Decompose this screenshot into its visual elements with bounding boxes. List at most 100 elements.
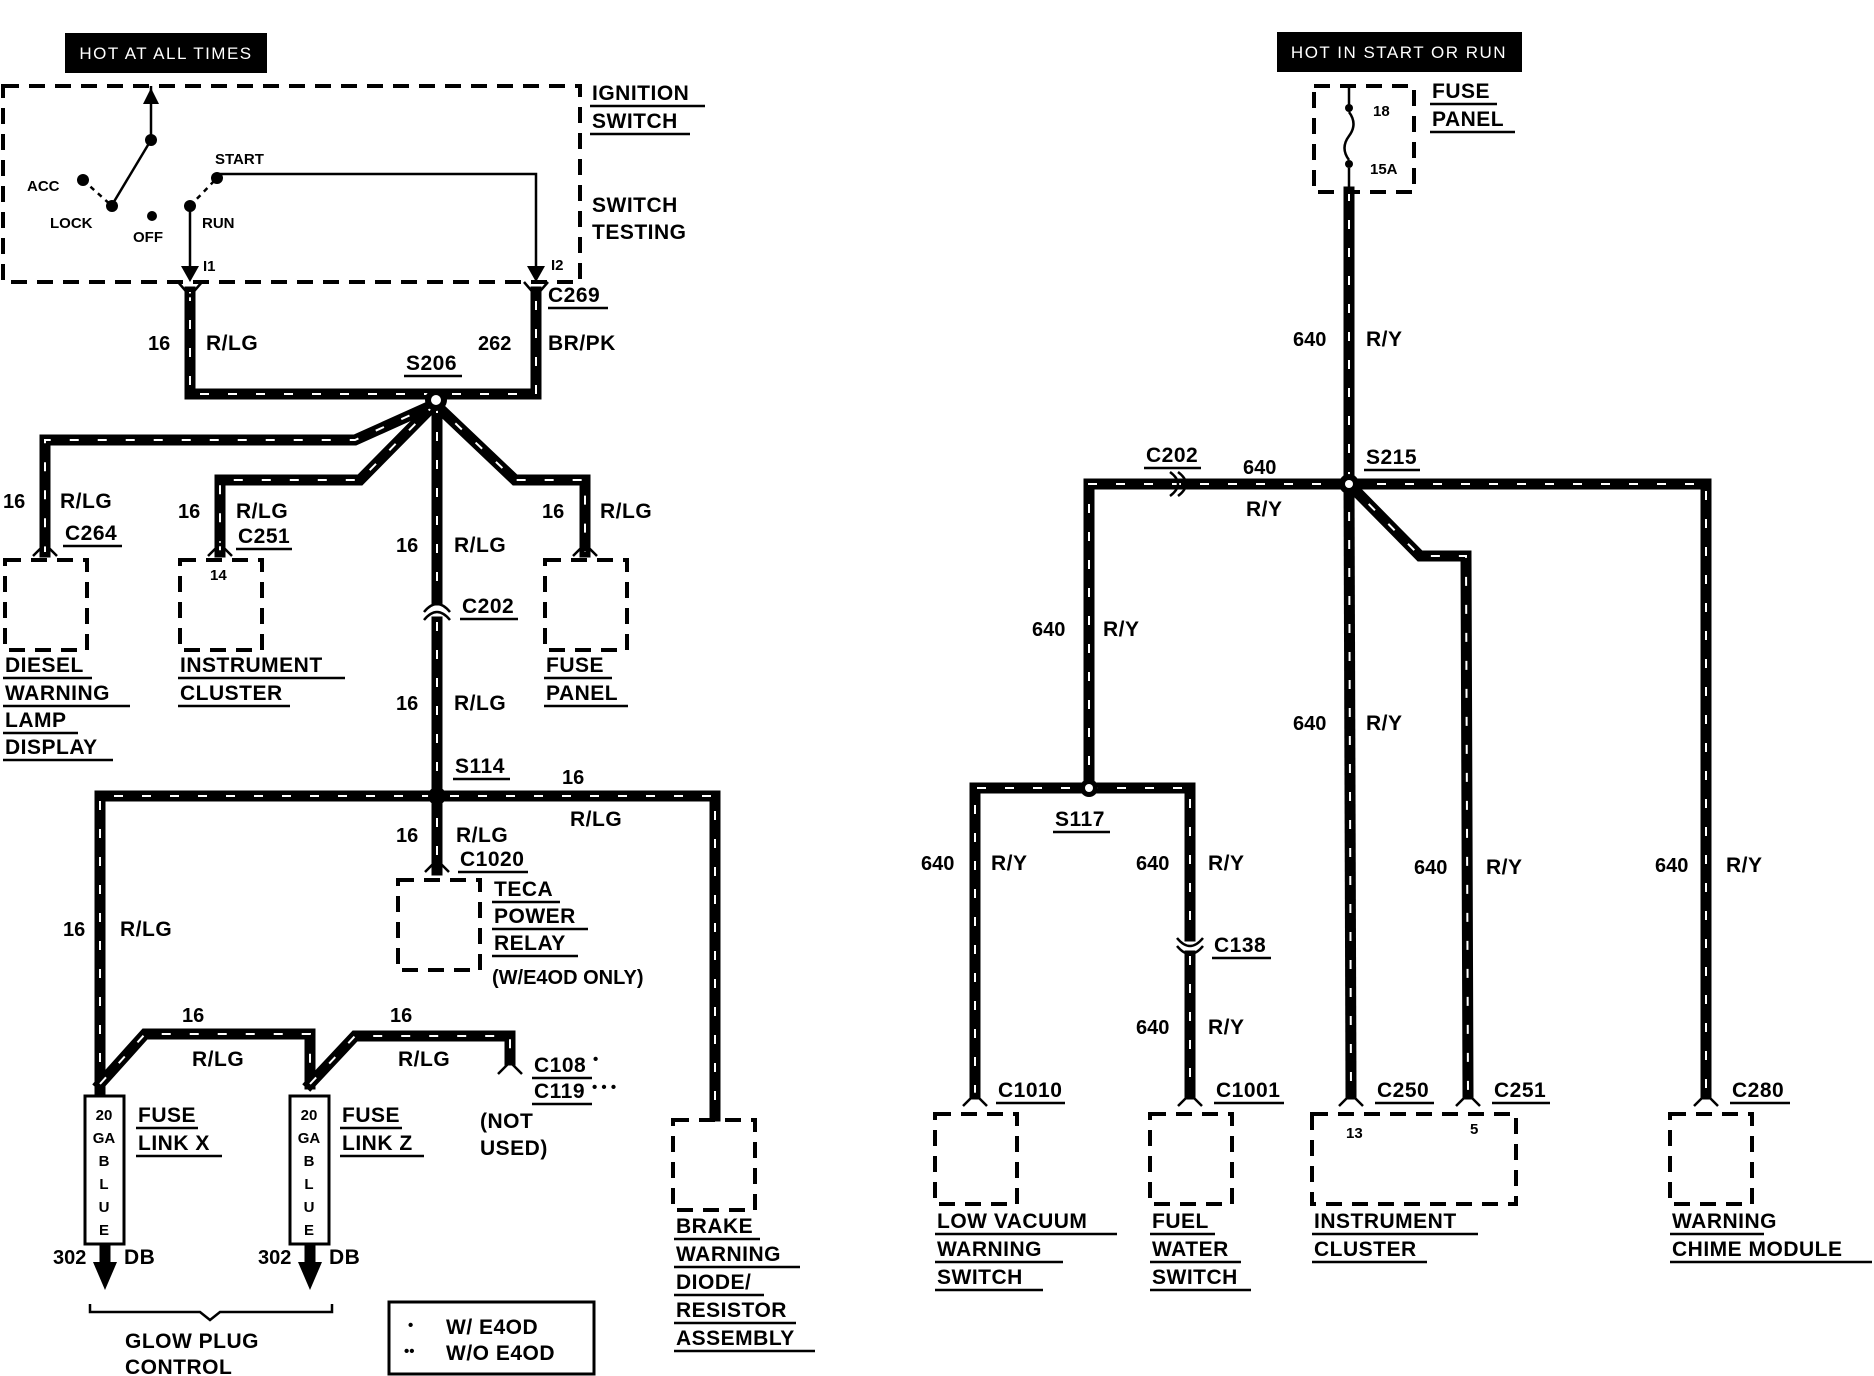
fl-x-gauge: 16 — [182, 1005, 204, 1027]
right-splices — [1080, 474, 1359, 797]
left-wiring — [39, 286, 721, 1271]
ic-pin-5: 5 — [1470, 1121, 1478, 1138]
brake-warning-box — [671, 1118, 757, 1212]
lv-line-2: WARNING — [937, 1238, 1042, 1261]
c108-dot: • — [593, 1051, 598, 1068]
fuse-right-amp: 15A — [1370, 161, 1398, 178]
fuse-link-z-text: 20 GA B L U E — [298, 1107, 321, 1239]
brake-line-1: BRAKE — [676, 1215, 753, 1238]
switch-testing-1: SWITCH — [592, 194, 678, 217]
brake-line-4: RESISTOR — [676, 1299, 787, 1322]
s114-label: S114 — [455, 755, 505, 778]
fuse-panel-right: 18 15A — [1312, 84, 1416, 194]
s215-label: S215 — [1366, 446, 1417, 469]
fuse-link-z-box — [288, 1094, 331, 1246]
main-color: R/Y — [1366, 328, 1403, 351]
fl-x-link-4: U — [99, 1199, 110, 1216]
fl-x-line-2: LINK X — [138, 1132, 210, 1155]
ic-wire-2: 640 — [1414, 857, 1447, 879]
not-used-2: USED) — [480, 1137, 548, 1160]
fw-line-3: SWITCH — [1152, 1266, 1238, 1289]
warning-chime-box — [1668, 1112, 1754, 1206]
fl-x-out-wire: 302 — [53, 1247, 86, 1269]
chime-color: R/Y — [1726, 854, 1763, 877]
fl-z-out-wire: 302 — [258, 1247, 291, 1269]
brpk-label: BR/PK — [548, 332, 616, 355]
ignition-label-1: IGNITION — [592, 82, 689, 105]
c138-label: C138 — [1214, 934, 1266, 957]
fl-z-link-3: L — [304, 1176, 313, 1193]
teca-color: R/LG — [456, 824, 508, 847]
lv-line-3: SWITCH — [937, 1266, 1023, 1289]
fw-wire-2: 640 — [1136, 1017, 1169, 1039]
c119-dots: • • • — [592, 1079, 616, 1096]
trunk-gauge-2: 16 — [396, 693, 418, 715]
diesel-line-1: DIESEL — [5, 654, 84, 677]
fl-z-link-2: B — [304, 1153, 315, 1170]
brake-line-5: ASSEMBLY — [676, 1327, 795, 1350]
ic-color-2: R/Y — [1486, 856, 1523, 879]
lock-label: LOCK — [50, 215, 93, 232]
acc-label: ACC — [27, 178, 60, 195]
right-branch-gauge: 16 — [562, 767, 584, 789]
switch-testing-2: TESTING — [592, 221, 687, 244]
diesel-color: R/LG — [60, 490, 112, 513]
rlg-a: R/LG — [206, 332, 258, 355]
c119-label: C119 — [534, 1080, 585, 1103]
ic-line-2: CLUSTER — [1314, 1238, 1417, 1261]
cluster-pin: 14 — [210, 567, 227, 584]
c1020-label: C1020 — [460, 848, 524, 871]
fl-z-link-4: U — [304, 1199, 315, 1216]
s206-label: S206 — [406, 352, 457, 375]
brake-line-3: DIODE/ — [676, 1271, 751, 1294]
c251-right-label: C251 — [1494, 1079, 1546, 1102]
ic-pin-13: 13 — [1346, 1125, 1363, 1142]
diesel-warning-lamp-box — [3, 558, 89, 652]
glow-gauge: 16 — [63, 919, 85, 941]
lv-trunk-color: R/Y — [1103, 618, 1140, 641]
fw-line-1: FUEL — [1152, 1210, 1209, 1233]
fl-z-link-1: GA — [298, 1130, 321, 1147]
c202-right-color: R/Y — [1246, 498, 1283, 521]
fl-z-color: R/LG — [398, 1048, 450, 1071]
glow-plug-brace — [88, 1304, 334, 1322]
c251-left-label: C251 — [238, 525, 290, 548]
fuse-right-pin: 18 — [1373, 103, 1390, 120]
fl-z-link-0: 20 — [301, 1107, 318, 1124]
cluster-gauge: 16 — [178, 501, 200, 523]
trunk-color-2: R/LG — [454, 692, 506, 715]
fuse-right-line-1: FUSE — [1432, 80, 1490, 103]
not-used-1: (NOT — [480, 1110, 533, 1133]
fl-z-gauge: 16 — [390, 1005, 412, 1027]
c1001-label: C1001 — [1216, 1079, 1280, 1102]
c108-label: C108 — [534, 1054, 586, 1077]
fl-z-line-1: FUSE — [342, 1104, 400, 1127]
low-vacuum-box — [933, 1112, 1019, 1206]
main-wire: 640 — [1293, 329, 1326, 351]
teca-note: (W/E4OD ONLY) — [492, 967, 644, 989]
wire-262: 262 — [478, 333, 511, 355]
fw-color: R/Y — [1208, 852, 1245, 875]
fl-z-link-5: E — [304, 1222, 314, 1239]
hot-in-start-or-run-text: HOT IN START OR RUN — [1291, 43, 1507, 62]
c1010-label: C1010 — [998, 1079, 1062, 1102]
fuse-left-gauge: 16 — [542, 501, 564, 523]
i1-label: I1 — [203, 258, 216, 275]
lv-wire: 640 — [921, 853, 954, 875]
fl-x-link-2: B — [99, 1153, 110, 1170]
ic-wire: 640 — [1293, 713, 1326, 735]
ignition-switch: ACC LOCK OFF RUN START I1 I2 IGNITION SW… — [1, 82, 705, 284]
legend-dot-1: • — [408, 1317, 413, 1334]
trunk-gauge-1: 16 — [396, 535, 418, 557]
fl-x-link-0: 20 — [96, 1107, 113, 1124]
lv-line-1: LOW VACUUM — [937, 1210, 1087, 1233]
chime-wire: 640 — [1655, 855, 1688, 877]
glow-color: R/LG — [120, 918, 172, 941]
fl-x-line-1: FUSE — [138, 1104, 196, 1127]
fw-line-2: WATER — [1152, 1238, 1229, 1261]
fl-x-link-3: L — [99, 1176, 108, 1193]
legend-one: W/ E4OD — [446, 1316, 538, 1339]
c202-right-label: C202 — [1146, 444, 1198, 467]
fw-wire: 640 — [1136, 853, 1169, 875]
glow-plug-line-1: GLOW PLUG — [125, 1330, 259, 1353]
